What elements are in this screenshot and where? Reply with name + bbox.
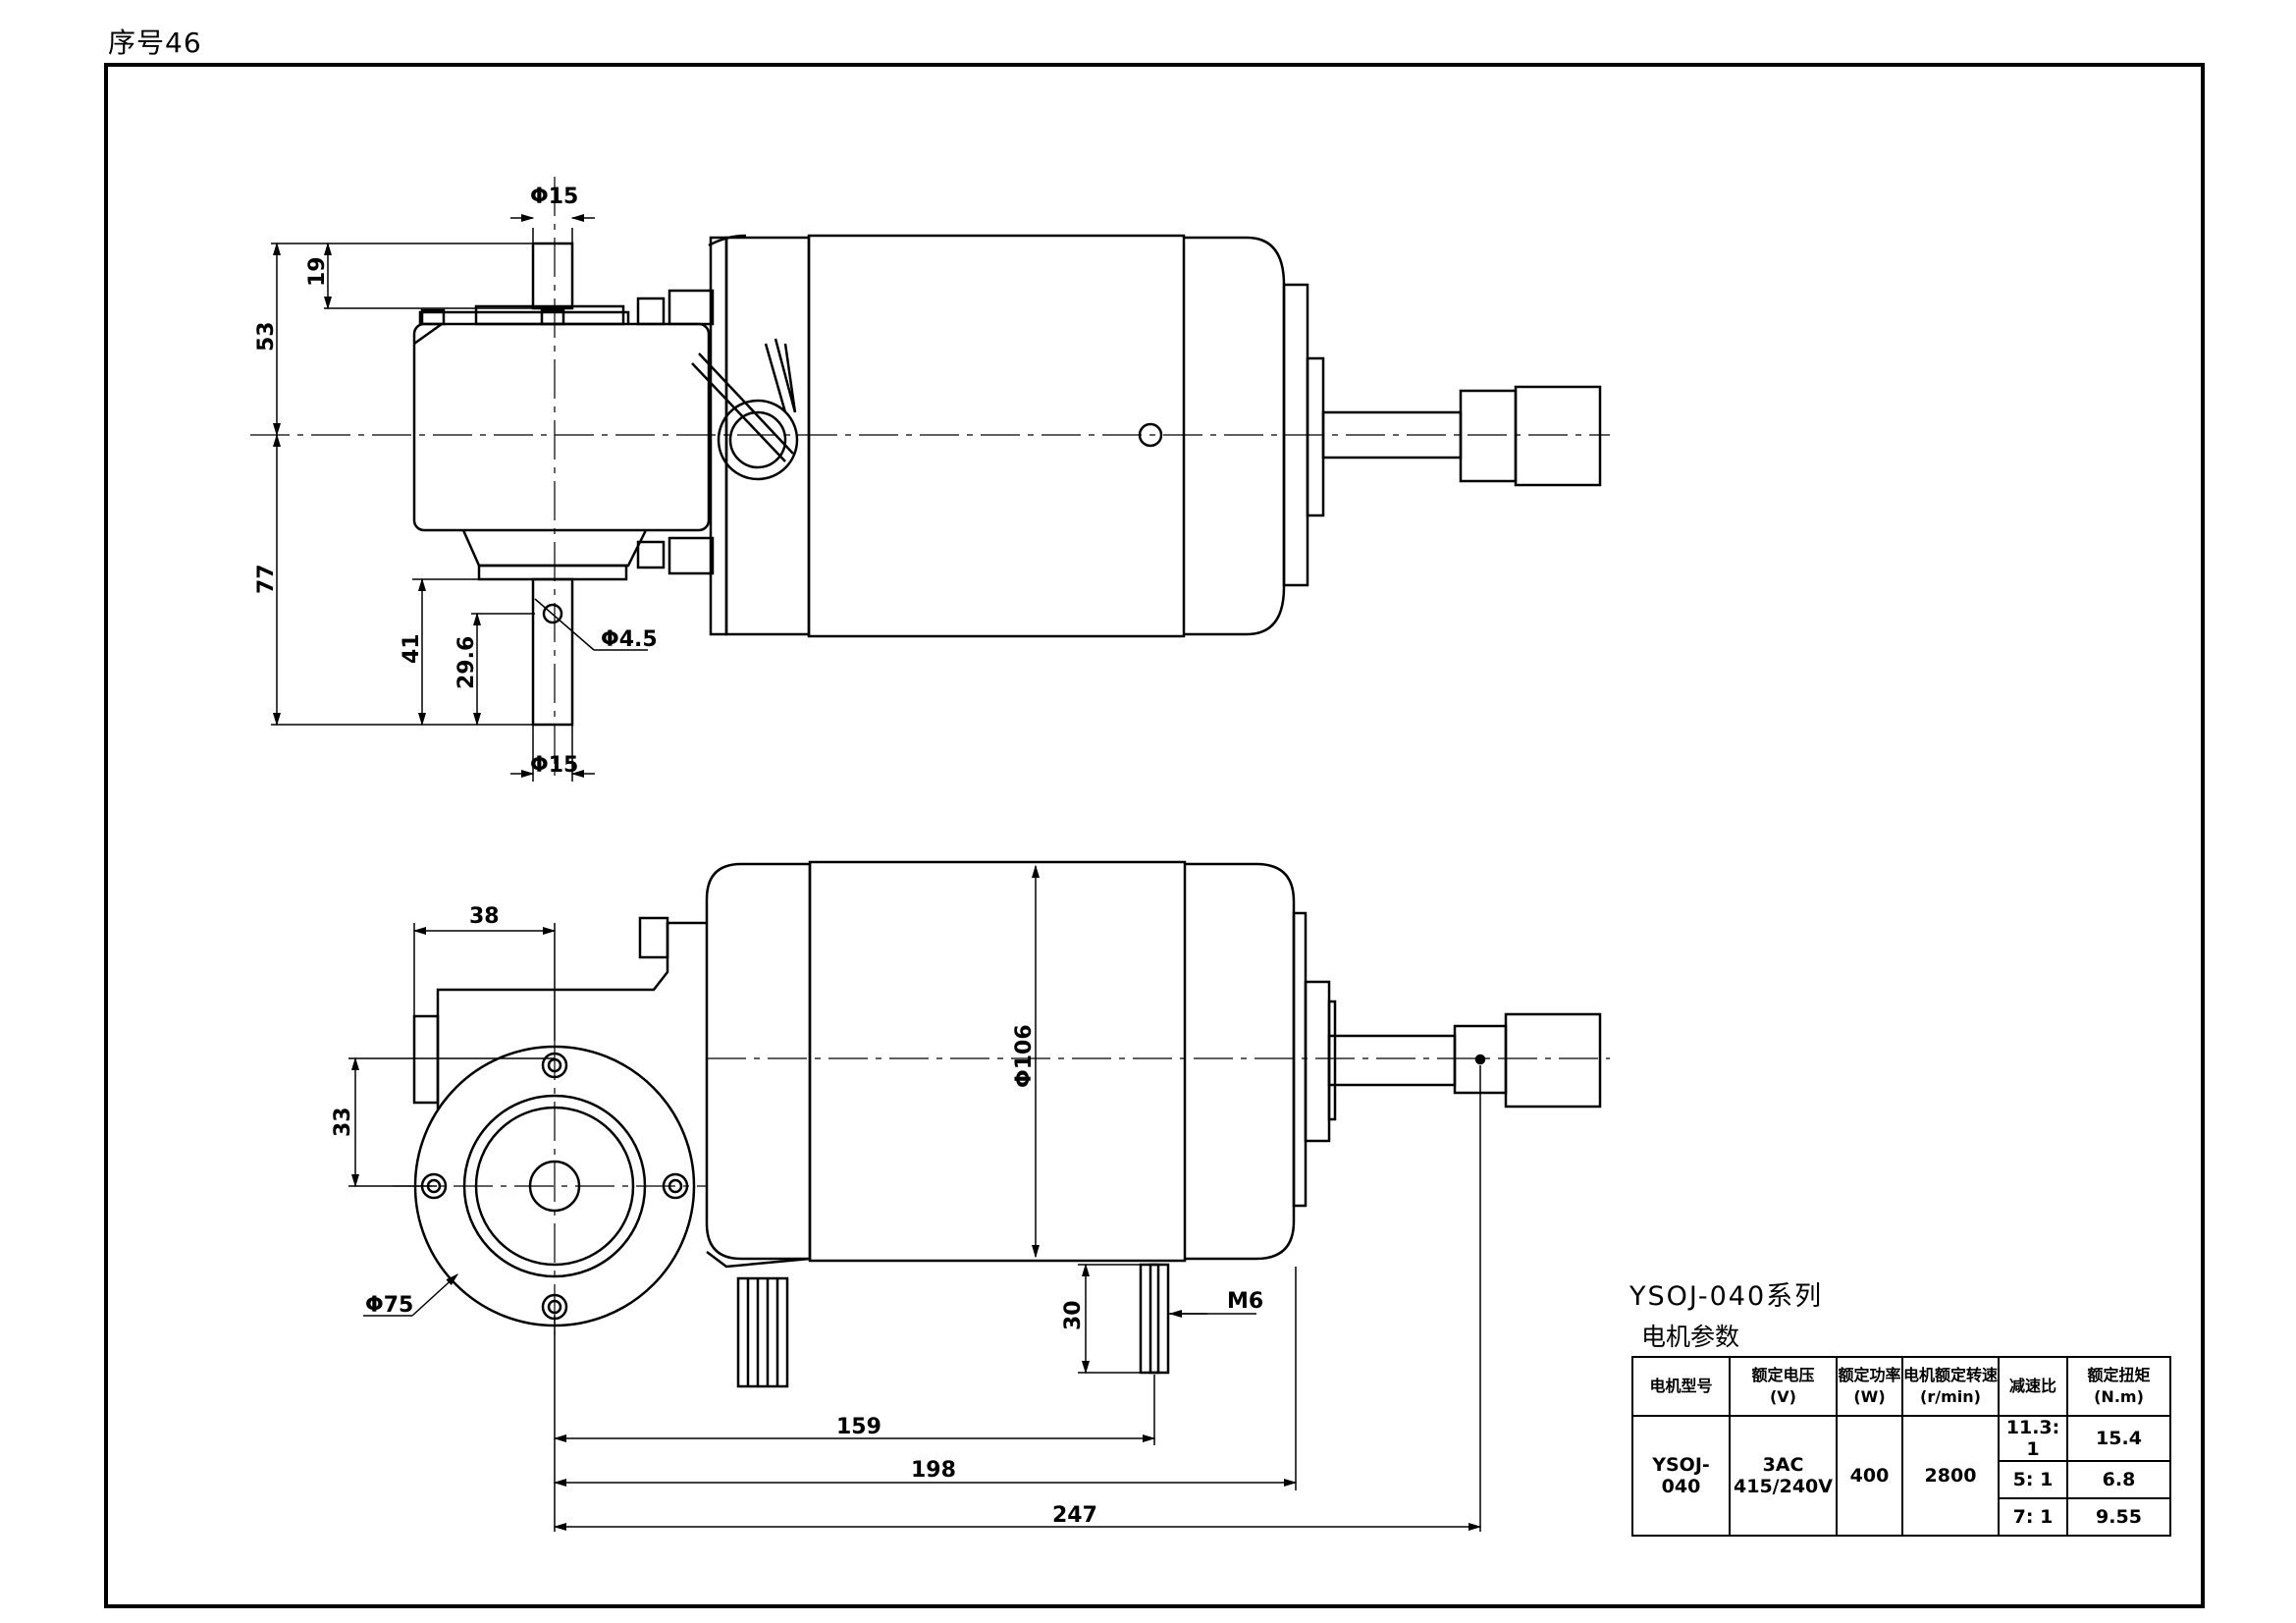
dim-len-247: 247 (1052, 1503, 1097, 1528)
header-voltage: 额定电压 (V) (1729, 1356, 1838, 1417)
front-view-labels: 38 33 Φ106 Φ75 30 M6 159 198 247 (331, 904, 1263, 1528)
cell-power: 400 (1836, 1415, 1903, 1537)
series-title: YSOJ-040系列 (1629, 1281, 1824, 1312)
top-view-labels: Φ15 19 53 77 41 29.6 Φ4.5 Φ15 (254, 185, 658, 778)
header-torque: 额定扭矩 (N.m) (2066, 1356, 2171, 1417)
dim-41: 41 (400, 633, 424, 664)
dim-38: 38 (469, 904, 500, 929)
dim-33: 33 (331, 1107, 355, 1137)
front-view-dimensions (348, 864, 1482, 1532)
dim-53: 53 (254, 321, 279, 352)
voltage-line2: 415/240V (1734, 1476, 1833, 1497)
dim-flange-dia: Φ75 (365, 1293, 413, 1318)
header-speed: 电机额定转速 (r/min) (1901, 1356, 2000, 1417)
dim-shaft-dia-top: Φ15 (530, 185, 578, 209)
cell-torque: 9.55 (2066, 1497, 2171, 1537)
dim-hole-dia: Φ4.5 (601, 627, 658, 652)
top-view-dimensions (271, 213, 648, 782)
cell-torque: 15.4 (2066, 1415, 2171, 1462)
top-view (250, 177, 1610, 776)
cell-ratio: 11.3: 1 (1998, 1415, 2068, 1462)
params-title: 电机参数 (1641, 1323, 1740, 1351)
spec-header-row: 电机型号 额定电压 (V) 额定功率 (W) 电机额定转速 (r/min) 减速… (1631, 1356, 2171, 1417)
header-ratio: 减速比 (1998, 1356, 2068, 1417)
dim-30: 30 (1061, 1300, 1086, 1330)
header-model: 电机型号 (1631, 1356, 1731, 1417)
cell-model: YSOJ-040 (1631, 1415, 1731, 1537)
dim-shaft-dia-bottom: Φ15 (530, 753, 578, 778)
front-view (393, 860, 1610, 1388)
dim-len-159: 159 (836, 1415, 881, 1439)
cell-torque: 6.8 (2066, 1460, 2171, 1499)
spec-row: YSOJ-040 3AC 415/240V 400 2800 11.3: 1 1… (1631, 1415, 2171, 1537)
dim-77: 77 (254, 564, 279, 594)
dim-body-dia: Φ106 (1012, 1024, 1037, 1088)
spec-row: 7: 1 9.55 (1632, 1497, 2171, 1537)
dim-thread: M6 (1227, 1289, 1263, 1314)
dim-len-198: 198 (911, 1458, 956, 1483)
dim-19: 19 (305, 256, 330, 287)
cell-ratio: 5: 1 (1998, 1460, 2068, 1499)
cell-voltage: 3AC 415/240V (1729, 1415, 1838, 1537)
cell-speed: 2800 (1901, 1415, 2000, 1537)
drawing-frame (104, 63, 2205, 1608)
spec-row: 5: 1 6.8 (1632, 1460, 2171, 1499)
voltage-line1: 3AC (1762, 1454, 1804, 1476)
dim-29-6: 29.6 (454, 636, 479, 689)
header-power: 额定功率 (W) (1836, 1356, 1903, 1417)
spec-table: 电机型号 额定电压 (V) 额定功率 (W) 电机额定转速 (r/min) 减速… (1631, 1356, 2171, 1537)
serial-number-label: 序号46 (108, 27, 202, 59)
cell-ratio: 7: 1 (1998, 1497, 2068, 1537)
